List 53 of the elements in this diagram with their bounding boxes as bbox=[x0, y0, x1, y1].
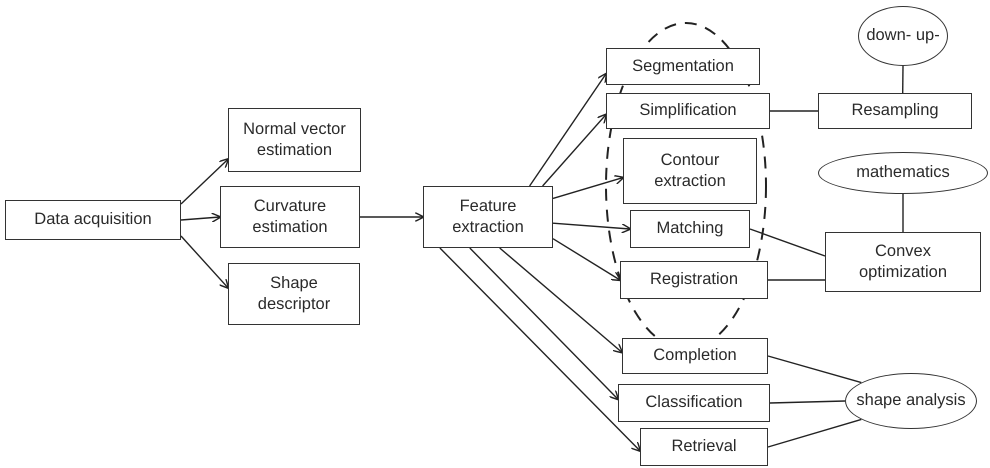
node-label: Feature extraction bbox=[451, 196, 525, 238]
arrow bbox=[552, 222, 632, 234]
node-label: Registration bbox=[650, 269, 738, 290]
node-label: Convex optimization bbox=[858, 240, 948, 283]
process-box bbox=[623, 138, 757, 204]
process-box bbox=[640, 428, 768, 466]
process-box bbox=[606, 93, 770, 129]
arrow bbox=[360, 212, 425, 222]
connector-line bbox=[768, 279, 825, 281]
arrow bbox=[469, 248, 620, 401]
connector-line bbox=[768, 418, 862, 448]
process-box bbox=[228, 263, 360, 325]
connector-line bbox=[770, 400, 846, 404]
node-label: Classification bbox=[645, 392, 743, 414]
node-label: mathematics bbox=[856, 162, 950, 184]
process-box bbox=[618, 384, 770, 422]
connector-line bbox=[770, 110, 818, 112]
process-box bbox=[606, 48, 760, 85]
connector-line bbox=[902, 194, 904, 232]
node-label: Matching bbox=[656, 218, 724, 240]
node-label: Data acquisition bbox=[34, 209, 152, 230]
node-label: Normal vector estimation bbox=[242, 118, 347, 161]
node-label: Segmentation bbox=[632, 56, 734, 77]
process-box bbox=[630, 210, 750, 248]
arrow bbox=[552, 238, 622, 282]
node-label: Shape descriptor bbox=[256, 272, 332, 315]
node-label: shape analysis bbox=[856, 390, 966, 412]
process-box bbox=[5, 200, 181, 240]
node-label: Simplification bbox=[639, 100, 737, 122]
connector-line bbox=[768, 355, 862, 384]
arrow bbox=[499, 247, 624, 354]
node-label: down- up- bbox=[866, 25, 940, 46]
process-box bbox=[622, 338, 768, 374]
node-label: Curvature estimation bbox=[251, 196, 329, 238]
node-label: Retrieval bbox=[671, 436, 737, 458]
arrow bbox=[180, 158, 230, 204]
connector-line bbox=[902, 66, 904, 93]
connector-line bbox=[750, 228, 826, 257]
arrow bbox=[180, 212, 222, 223]
process-box bbox=[228, 108, 361, 172]
process-box bbox=[620, 261, 768, 299]
arrow bbox=[552, 174, 625, 200]
arrow bbox=[439, 248, 642, 452]
process-box bbox=[825, 232, 981, 292]
node-label: Contour extraction bbox=[653, 150, 727, 192]
node-label: Resampling bbox=[851, 100, 939, 122]
process-box bbox=[423, 186, 553, 248]
node-label: Completion bbox=[653, 345, 737, 366]
arrow bbox=[180, 236, 230, 290]
arrow bbox=[529, 72, 608, 186]
process-box bbox=[818, 93, 972, 129]
process-box bbox=[220, 186, 360, 248]
arrow bbox=[542, 113, 608, 186]
